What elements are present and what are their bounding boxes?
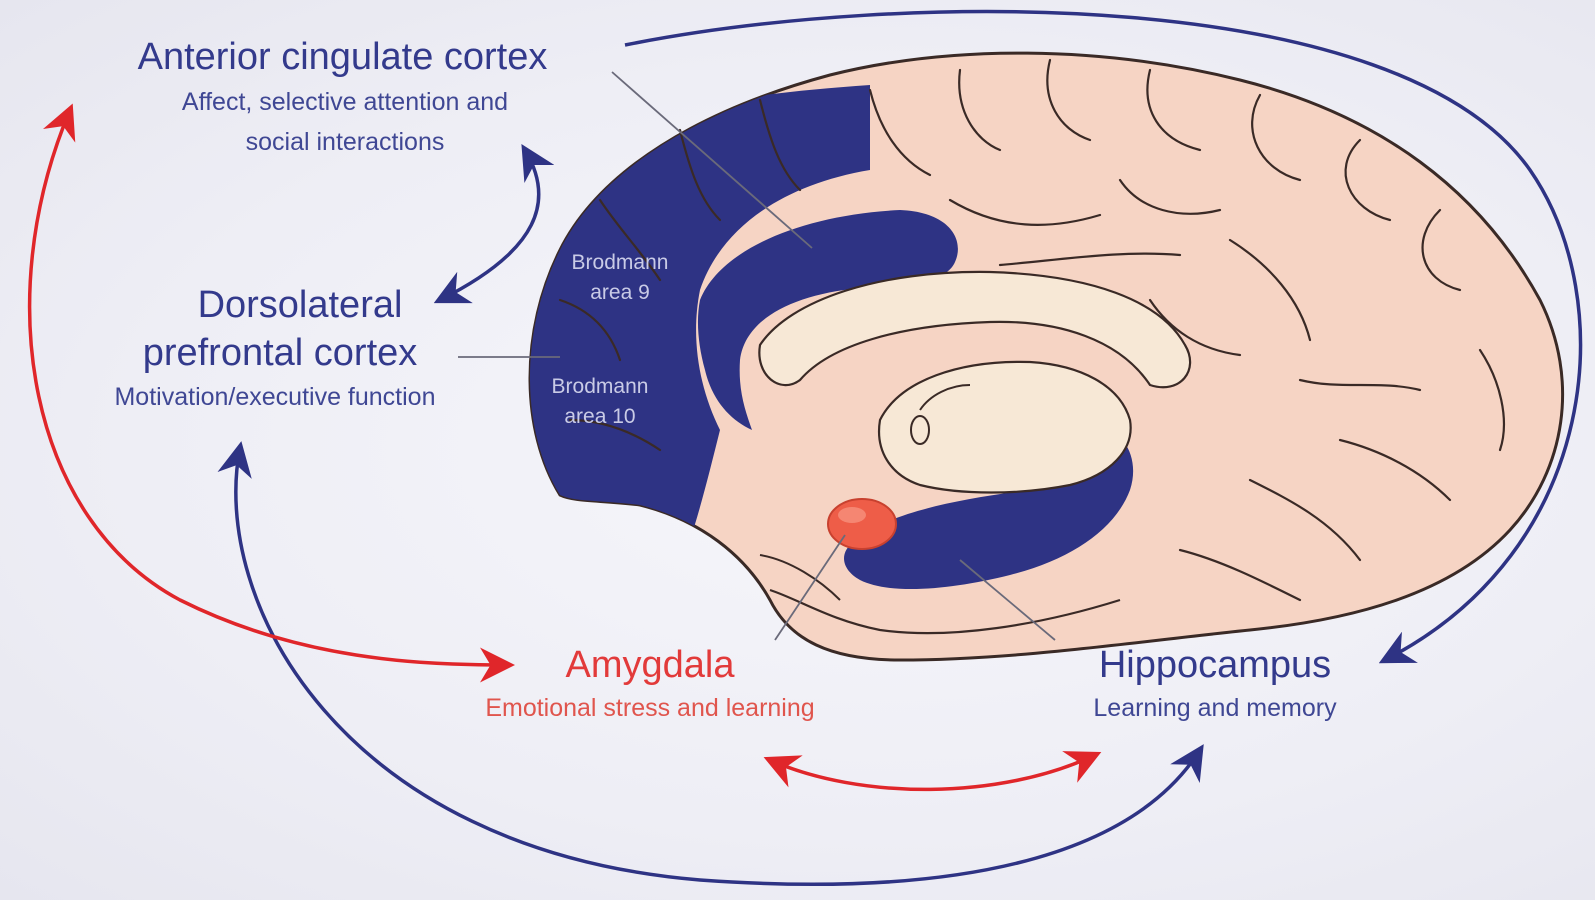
brodmann-area-10-line2: area 10	[535, 404, 665, 430]
acc-dlpfc-arrow	[440, 150, 539, 300]
acc-title: Anterior cingulate cortex	[85, 36, 600, 79]
brodmann-area-9-line2: area 9	[555, 280, 685, 306]
hippocampus-subtitle: Learning and memory	[1030, 694, 1400, 723]
dlpfc-title-2: prefrontal cortex	[80, 332, 480, 375]
dlpfc-title-1: Dorsolateral	[100, 284, 500, 327]
amygdala-subtitle: Emotional stress and learning	[400, 694, 900, 723]
hippocampus-title: Hippocampus	[1060, 644, 1370, 687]
amygdala-shape	[828, 499, 896, 549]
brodmann-area-9-line1: Brodmann	[555, 250, 685, 276]
amygdala-title: Amygdala	[520, 644, 780, 687]
amygdala-hippocampus-arrow	[770, 755, 1095, 789]
acc-subtitle-1: Affect, selective attention and	[100, 88, 590, 117]
dlpfc-subtitle: Motivation/executive function	[40, 383, 510, 412]
acc-subtitle-2: social interactions	[100, 128, 590, 157]
brodmann-area-10-line1: Brodmann	[535, 374, 665, 400]
